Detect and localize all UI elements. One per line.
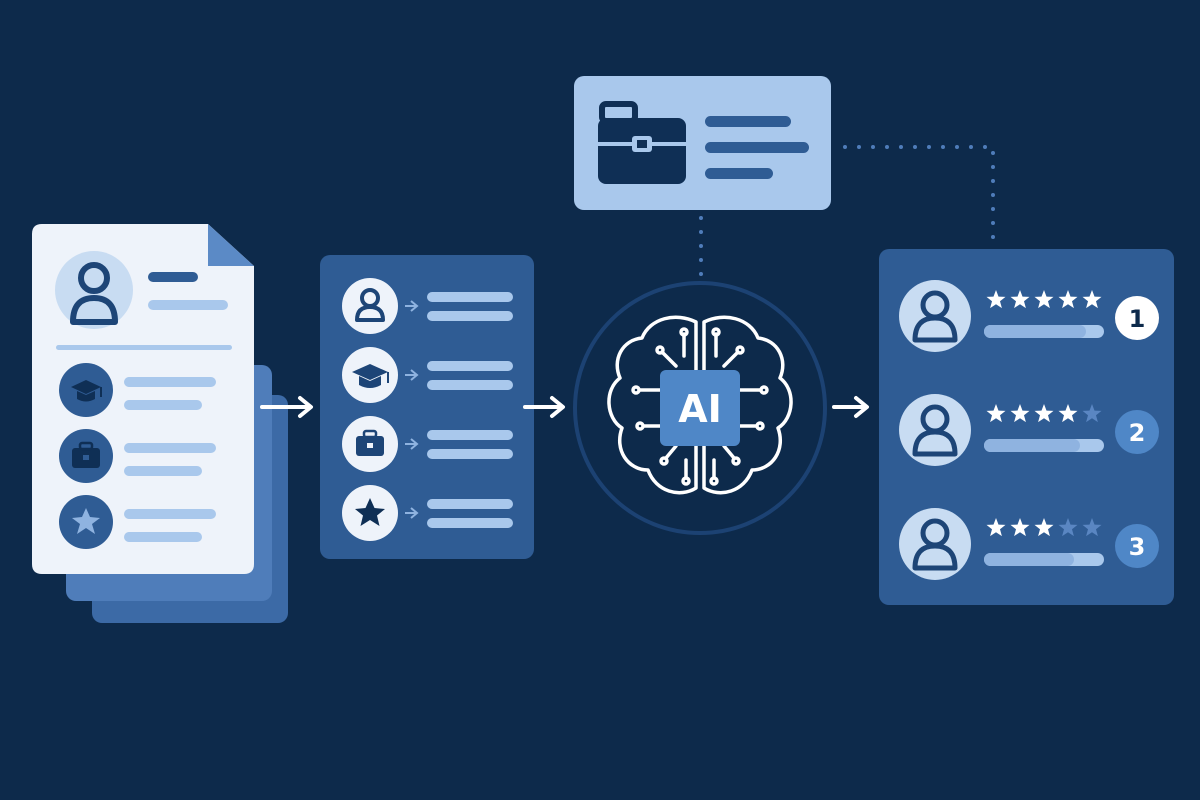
star-empty-icon (1082, 518, 1102, 537)
extracted-skills-row (342, 485, 513, 541)
job-detail-line (705, 168, 773, 179)
job-title-line (705, 116, 791, 127)
resume-page-fold (208, 224, 254, 266)
extracted-profile-row (342, 278, 513, 334)
rank-number: 1 (1129, 305, 1146, 333)
resume-stack (32, 224, 288, 623)
small-arrow-icon (405, 369, 419, 381)
arrow-extraction-to-ai (523, 396, 565, 418)
star-filled-icon (1082, 290, 1102, 309)
star-filled-icon (1034, 290, 1054, 309)
rank-badge (1115, 410, 1159, 454)
small-arrow-icon (405, 438, 419, 450)
ai-brain-node: AI (573, 281, 827, 535)
job-description-card (574, 76, 831, 210)
extracted-experience-row (342, 416, 513, 472)
star-empty-icon (1082, 404, 1102, 423)
star-filled-icon (986, 518, 1006, 537)
briefcase-icon (72, 441, 100, 468)
star-rating (986, 404, 1102, 423)
rank-badge (1115, 296, 1159, 340)
star-rating (986, 518, 1102, 537)
resume-divider (56, 345, 232, 350)
score-bar-fill (984, 325, 1086, 338)
dotted-connector-job-to-ranking (843, 145, 995, 240)
arrow-resume-to-extraction (260, 396, 313, 418)
star-filled-icon (1010, 290, 1030, 309)
resume-education-row (59, 363, 216, 417)
star-filled-icon (986, 404, 1006, 423)
resume-title-line (148, 300, 228, 310)
extracted-education-row (342, 347, 513, 403)
star-filled-icon (1058, 290, 1078, 309)
star-empty-icon (1058, 518, 1078, 537)
small-arrow-icon (405, 300, 419, 312)
brain-circuit-icon (607, 315, 793, 495)
graduation-cap-icon (71, 380, 102, 402)
graduation-cap-icon (352, 364, 389, 388)
ranked-candidate-3: 3 (899, 508, 1159, 580)
small-arrow-icon (405, 507, 419, 519)
briefcase-icon (356, 429, 384, 456)
star-filled-icon (986, 290, 1006, 309)
candidate-avatar-icon (899, 394, 971, 466)
job-requirement-line (705, 142, 809, 153)
star-filled-icon (1058, 404, 1078, 423)
candidate-avatar-icon (899, 508, 971, 580)
score-bar-fill (984, 439, 1080, 452)
briefcase-icon (598, 101, 686, 184)
candidate-avatar-icon (899, 280, 971, 352)
resume-avatar-icon (55, 251, 133, 329)
star-icon (72, 508, 100, 534)
extraction-panel (320, 255, 534, 559)
ranked-candidate-1: 1 (899, 280, 1159, 352)
star-filled-icon (1034, 404, 1054, 423)
star-icon (355, 498, 385, 526)
rank-badge (1115, 524, 1159, 568)
star-filled-icon (1010, 404, 1030, 423)
rank-number: 2 (1129, 419, 1146, 447)
resume-experience-row (59, 429, 216, 483)
ai-label: AI (678, 387, 722, 431)
ranking-panel: 1 2 3 (879, 249, 1174, 605)
star-rating (986, 290, 1102, 309)
ai-chip (660, 370, 740, 446)
resume-skills-row (59, 495, 216, 549)
rank-number: 3 (1129, 533, 1146, 561)
user-icon (355, 288, 385, 322)
arrow-ai-to-ranking (832, 396, 869, 418)
star-filled-icon (1034, 518, 1054, 537)
ranked-candidate-2: 2 (899, 394, 1159, 466)
star-filled-icon (1010, 518, 1030, 537)
score-bar-fill (984, 553, 1074, 566)
resume-front-page (32, 224, 254, 574)
resume-name-line (148, 272, 198, 282)
